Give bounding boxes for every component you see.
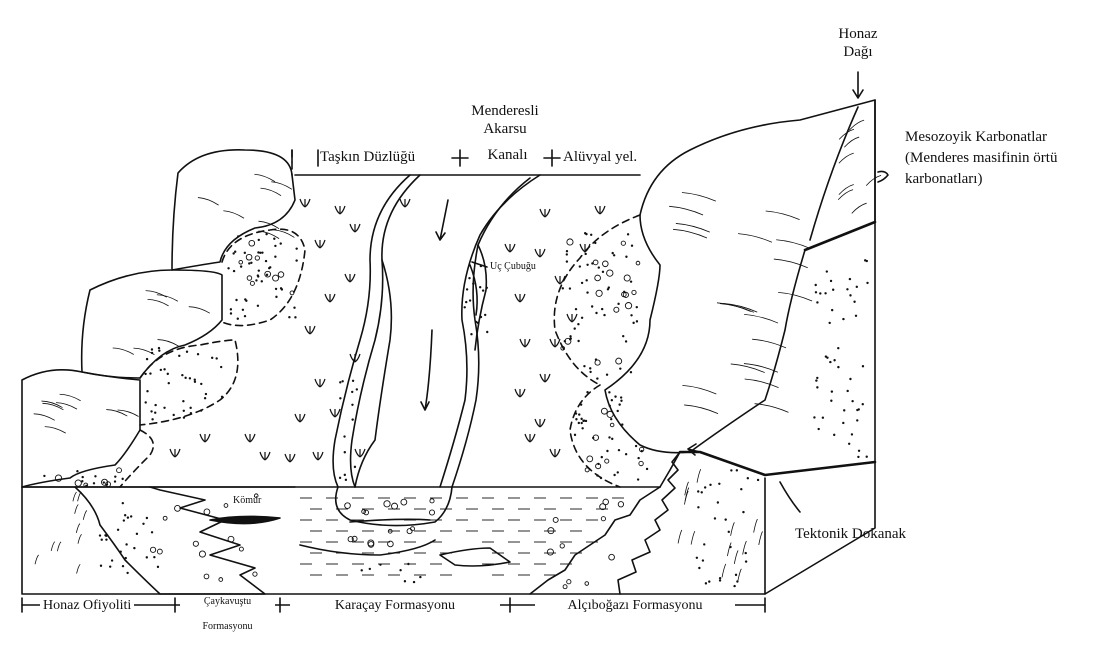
uc-cubugu-label: Uç Çubuğu — [490, 262, 536, 273]
taskin-duzlugu-label: Taşkın Düzlüğü — [320, 150, 415, 166]
menderesli-label-line2: Akarsu — [450, 122, 560, 138]
menderesli-label-line3: Kanalı — [470, 148, 545, 164]
honaz-ofiyoliti-label: Honaz Ofiyoliti — [40, 599, 134, 614]
honaz-dagi-arrow — [853, 72, 863, 98]
right-cliff-front — [605, 100, 875, 453]
mesozoyik-label-line2: (Menderes masifinin örtü — [905, 151, 1057, 167]
kömür-lens — [210, 516, 280, 523]
mesozoyik-label-line3: karbonatları) — [905, 172, 982, 188]
channel-flow-arrow-1 — [436, 200, 448, 240]
karacay-formasyonu-label: Karaçay Formasyonu — [290, 599, 500, 614]
alcibogazi-zigzag — [618, 452, 680, 594]
left-cliff-lower — [22, 370, 140, 487]
caykavustu-label-line1: Çaykavuştu — [180, 597, 275, 608]
top-bar-tick-3 — [544, 150, 560, 166]
mesozoyik-label-line1: Mesozoyik Karbonatlar — [905, 130, 1047, 146]
komur-label: Kömür — [233, 496, 261, 507]
gravel-dots — [43, 232, 869, 587]
channel-left-bank-inner — [351, 175, 420, 487]
pebble-circles — [55, 239, 644, 589]
honaz-dagi-label-line1: Honaz — [830, 27, 886, 43]
alcibogazi-formasyonu-label: Alçıboğazı Formasyonu — [535, 599, 735, 614]
tektonik-dokanak-label: Tektonik Dokanak — [795, 527, 906, 543]
caykavustu-label-line2: Formasyonu — [180, 622, 275, 633]
mesozoyik-pointer — [878, 171, 888, 182]
aluvyal-yelpaze-label: Alüvyal yel. — [563, 150, 637, 166]
honaz-dagi-label-line2: Dağı — [830, 45, 886, 61]
tektonik-fault-line — [680, 452, 875, 475]
left-cliff-top — [172, 150, 295, 270]
left-fan-boundary-3 — [120, 430, 153, 487]
bedding-strokes — [34, 120, 881, 582]
karacay-lens-3 — [440, 548, 510, 566]
lake-dashes — [300, 498, 624, 575]
front-face-outline — [22, 478, 765, 594]
right-face-outline — [765, 100, 875, 594]
alcibogazi-boundary — [530, 487, 660, 594]
right-cliff-ridge — [810, 107, 858, 240]
channel-left-bank-outer — [333, 175, 410, 487]
menderesli-label-line1: Menderesli — [450, 104, 560, 120]
left-cliff-middle — [82, 270, 222, 378]
tektonik-pointer — [780, 482, 800, 512]
top-bar-tick-2 — [452, 150, 468, 166]
channel-flow-arrow-2 — [421, 330, 432, 410]
